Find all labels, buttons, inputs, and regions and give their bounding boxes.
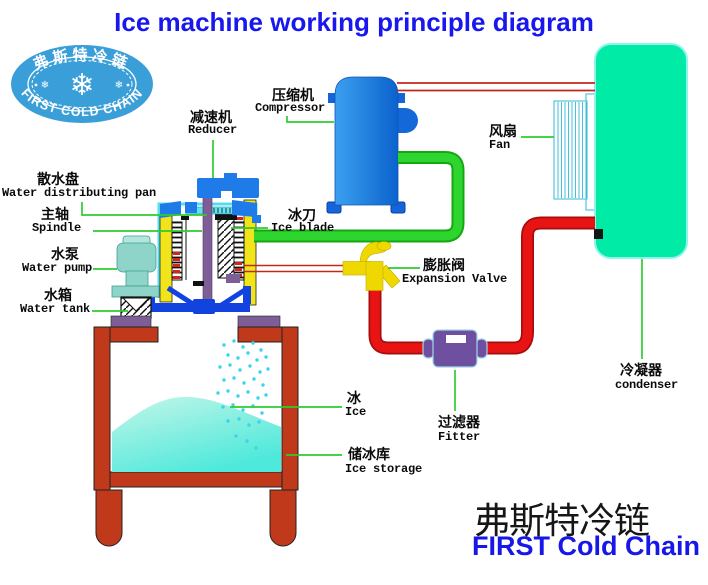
ice-storage-bin	[93, 326, 299, 547]
label-compressor-zh: 压缩机	[272, 87, 314, 103]
label-tank-en: Water tank	[20, 302, 91, 316]
discharge-lines	[397, 82, 595, 92]
small-snowflake-icon: ❄	[115, 80, 123, 91]
coil-left	[171, 221, 183, 281]
label-reducer-en: Reducer	[188, 123, 238, 137]
compressor-shape	[326, 76, 418, 214]
reducer-notch	[221, 191, 232, 198]
condenser-shape	[594, 43, 688, 259]
label-condenser-zh: 冷凝器	[620, 362, 662, 378]
machine-mount-pads	[110, 315, 281, 329]
label-spindle-en: Spindle	[32, 221, 82, 235]
reducer-gearbox	[160, 173, 261, 223]
fan-shape	[553, 93, 597, 211]
water-tank-shape	[120, 296, 152, 319]
snowflake-icon: ❄	[69, 68, 94, 103]
label-pan-zh: 散水盘	[37, 171, 79, 187]
label-fan-en: Fan	[489, 138, 511, 152]
label-tank-zh: 水箱	[44, 287, 72, 303]
brand-chinese: 弗斯特冷链	[474, 500, 650, 541]
spindle-shaft	[202, 182, 213, 308]
bolt-details	[181, 216, 204, 286]
label-compressor-en: Compressor	[255, 101, 326, 115]
label-pump-en: Water pump	[22, 261, 93, 275]
drum-cap	[215, 214, 237, 220]
label-fan-zh: 风扇	[489, 123, 517, 139]
expansion-valve-shape	[342, 241, 401, 291]
ice-particles	[216, 339, 270, 450]
label-fitter-zh: 过滤器	[438, 414, 480, 430]
label-ice-blade-en: Ice blade	[271, 221, 335, 235]
condenser-inlet-mark	[594, 229, 603, 239]
logo-ellipse	[11, 45, 153, 123]
filter-shape	[422, 329, 488, 368]
water-pump-shape	[111, 235, 160, 298]
label-ice-zh: 冰	[347, 390, 361, 406]
label-expansion-valve-en: Expansion Valve	[402, 272, 508, 286]
label-ice-storage-en: Ice storage	[345, 462, 423, 476]
label-expansion-valve-zh: 膨胀阀	[423, 257, 465, 273]
label-pan-en: Water distributing pan	[2, 186, 157, 200]
ice-mound	[112, 396, 281, 472]
label-condenser-en: condenser	[615, 378, 679, 392]
label-reducer-zh: 减速机	[190, 109, 232, 125]
liquid-pipe	[368, 216, 595, 355]
label-ice-blade-zh: 冰刀	[288, 207, 316, 223]
leader-lines	[81, 116, 643, 456]
label-spindle-zh: 主轴	[41, 206, 69, 222]
evaporator-assembly	[146, 173, 261, 314]
small-snowflake-icon: ❄	[41, 80, 49, 91]
expansion-feed-lines	[244, 264, 343, 273]
page-title: Ice machine working principle diagram	[114, 7, 594, 37]
label-fitter-en: Fitter	[438, 430, 481, 444]
label-pump-zh: 水泵	[51, 246, 79, 262]
brand-english: FIRST Cold Chain	[472, 531, 700, 561]
coil-right	[233, 221, 245, 281]
suction-pipe	[254, 151, 465, 243]
label-ice-en: Ice	[345, 405, 367, 419]
company-logo: ❄ ❄ ❄ 弗斯特冷链 FIRST COLD CHAIN	[11, 45, 153, 123]
label-ice-storage-zh: 储冰库	[348, 446, 390, 462]
